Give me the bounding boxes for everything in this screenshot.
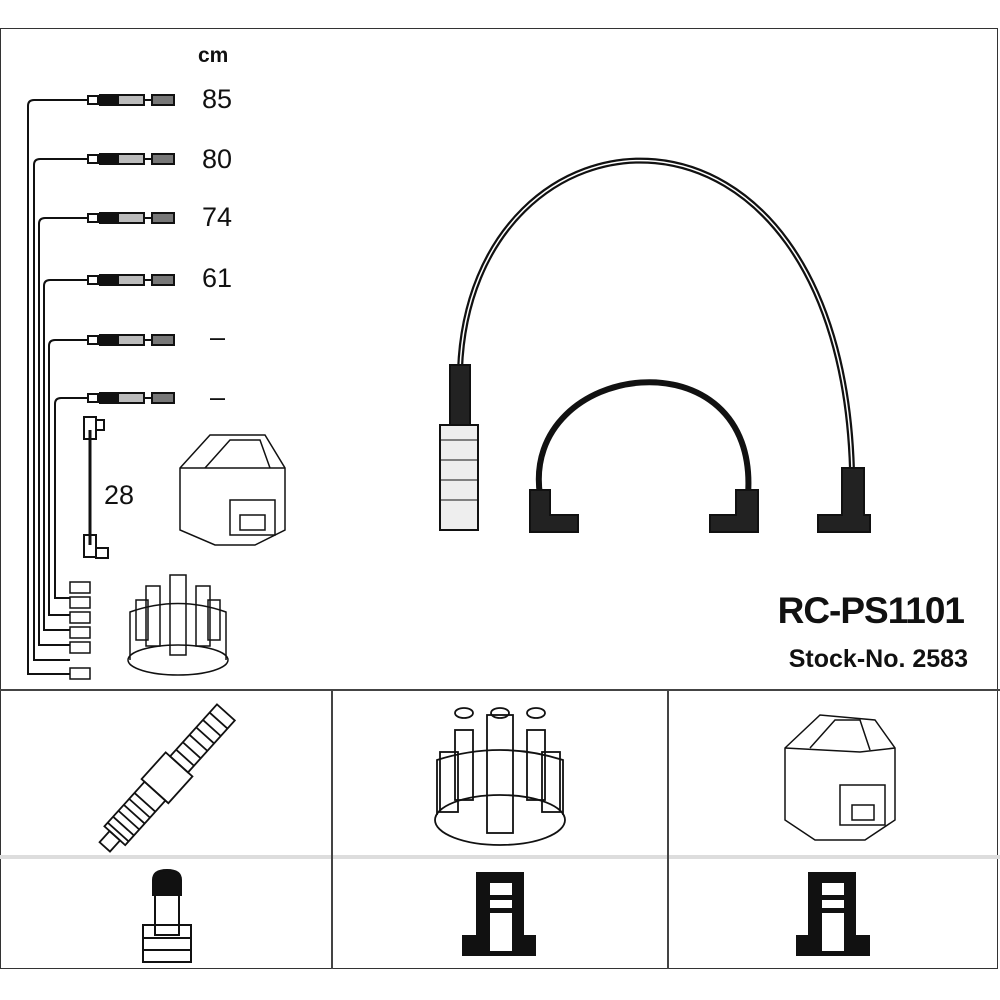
wiring-schematic [27, 94, 175, 680]
distributor-terminal-icon [462, 872, 536, 956]
distributor-cap-icon [127, 574, 229, 676]
spark-plug-connector-icon [142, 868, 192, 963]
coil-terminal-icon [796, 872, 870, 956]
part-number: RC-PS1101 [777, 590, 965, 631]
diagram-frame [0, 28, 998, 969]
length-label: 61 [202, 263, 233, 293]
ignition-coil-icon [179, 434, 286, 546]
distributor-cap-large-icon [434, 707, 566, 846]
column-divider-2 [667, 690, 669, 969]
length-label: 74 [202, 202, 233, 232]
ignition-coil-large-icon [784, 714, 896, 841]
length-label: – [210, 382, 226, 412]
unit-label: cm [198, 44, 229, 67]
length-label: 85 [202, 84, 233, 114]
coil-lead-length: 28 [104, 480, 135, 510]
column-divider-1 [331, 690, 333, 969]
ignition-cable-set [439, 157, 871, 533]
length-label: – [210, 322, 226, 352]
spark-plug-icon [98, 703, 237, 853]
divider-top [0, 689, 1000, 691]
length-label: 80 [202, 144, 233, 174]
stock-number: Stock-No. 2583 [788, 645, 968, 673]
divider-middle [0, 855, 1000, 859]
lead-connector-rows [87, 94, 175, 404]
